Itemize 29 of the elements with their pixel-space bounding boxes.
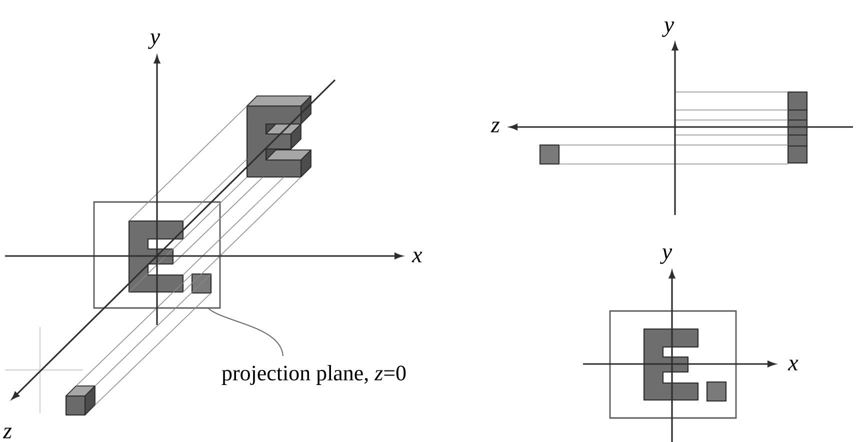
projection-line xyxy=(182,176,302,292)
square-side-view xyxy=(539,144,560,165)
axis-label: x xyxy=(412,252,422,262)
axis-label: z xyxy=(490,122,500,132)
axis-label: y xyxy=(662,21,674,37)
projection-line xyxy=(182,158,248,222)
projection-line xyxy=(128,106,248,222)
projection-line xyxy=(94,274,212,386)
projection-line xyxy=(182,176,284,276)
projection-line xyxy=(76,274,192,386)
cube xyxy=(65,386,96,416)
axis-label: y xyxy=(148,34,160,49)
projection-line xyxy=(558,144,788,146)
square-projection xyxy=(191,273,212,294)
axis-label: x xyxy=(788,360,798,370)
projection-line xyxy=(172,176,264,264)
projection-plane xyxy=(609,310,737,419)
projection-plane xyxy=(93,201,221,309)
letter-e-projection xyxy=(128,220,184,293)
square-projection xyxy=(706,381,727,402)
callout-label: projection plane, z=0 xyxy=(222,365,406,385)
projection-line xyxy=(94,292,212,406)
letter-e-side-view xyxy=(787,91,808,164)
axis-label: y xyxy=(660,248,672,264)
letter-e-projection xyxy=(643,328,699,401)
axis-label: z xyxy=(2,428,12,438)
extruded-letter-e xyxy=(246,96,312,178)
leader-line xyxy=(208,308,284,356)
projection-line xyxy=(128,176,248,292)
